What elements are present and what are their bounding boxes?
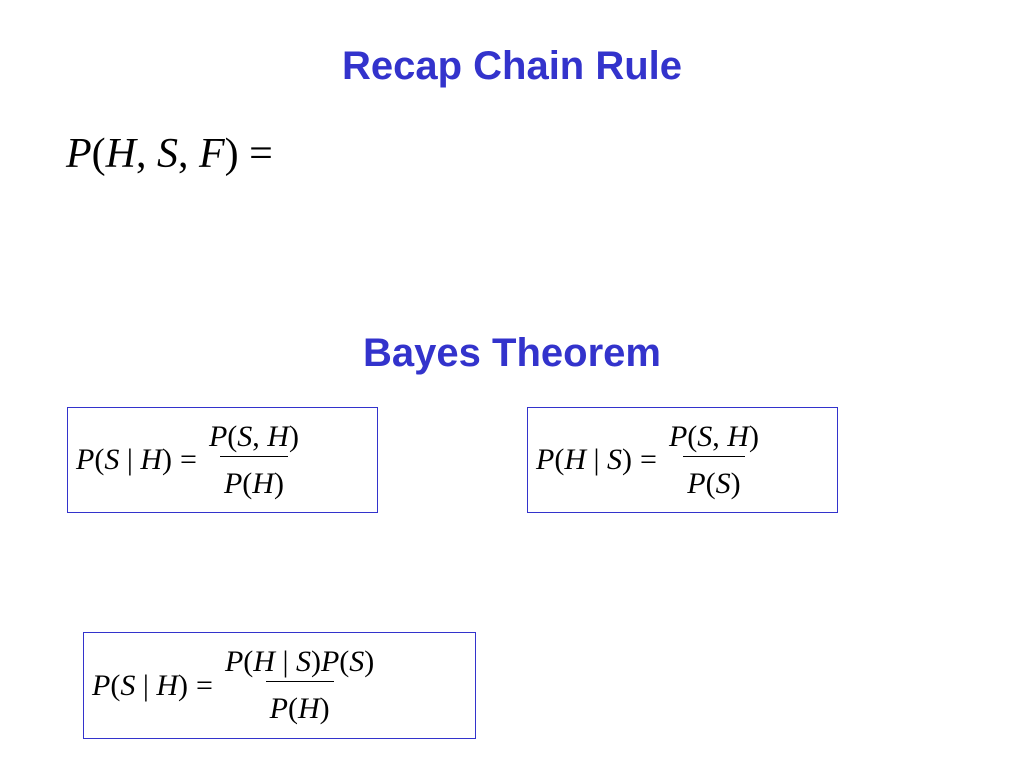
bayes-equation: P(S | H) = P(S, H) P(H) xyxy=(68,419,303,499)
bayes-equation-box-s-given-h: P(S | H) = P(S, H) P(H) xyxy=(67,407,378,513)
bayes-equation: P(S | H) = P(H | S)P(S) P(H) xyxy=(84,647,378,724)
equation-lhs: P(S | H) xyxy=(76,443,173,476)
bayes-equation: P(H | S) = P(S, H) P(S) xyxy=(528,419,763,499)
fraction-denominator: P(H) xyxy=(219,455,288,499)
equation-lhs: P(S | H) xyxy=(92,668,189,702)
slide-title: Recap Chain Rule xyxy=(341,44,683,88)
equation-lhs: P(H | S) xyxy=(536,443,633,476)
fraction-denominator: P(H) xyxy=(265,681,334,724)
equals-sign: = xyxy=(640,443,657,476)
equals-sign: = xyxy=(180,443,197,476)
fraction: P(S, H) P(H) xyxy=(205,419,303,499)
section-heading: Bayes Theorem xyxy=(363,331,661,375)
fraction: P(S, H) P(S) xyxy=(665,419,763,499)
bayes-expanded-equation-box: P(S | H) = P(H | S)P(S) P(H) xyxy=(83,632,476,739)
equals-sign: = xyxy=(196,668,213,702)
fraction: P(H | S)P(S) P(H) xyxy=(221,647,378,724)
bayes-equation-box-h-given-s: P(H | S) = P(S, H) P(S) xyxy=(527,407,838,513)
fraction-numerator: P(S, H) xyxy=(208,419,299,453)
fraction-denominator: P(S) xyxy=(683,455,745,499)
chain-rule-equation: P(H, S, F) = xyxy=(66,131,273,177)
fraction-numerator: P(S, H) xyxy=(668,419,759,453)
fraction-numerator: P(H | S)P(S) xyxy=(224,645,375,678)
